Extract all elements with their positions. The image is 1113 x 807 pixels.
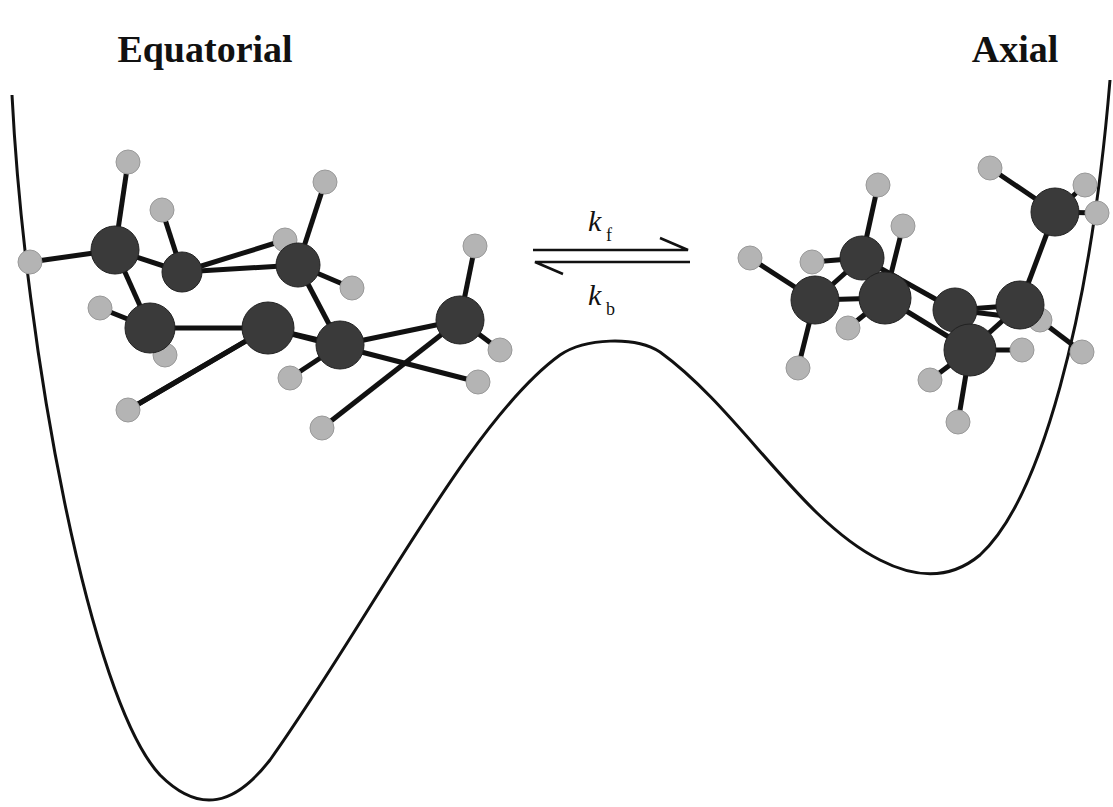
- hydrogen-atom: [150, 198, 174, 222]
- hydrogen-atom: [918, 368, 942, 392]
- rate-subscript: f: [606, 226, 612, 244]
- energy-curve: [12, 80, 1110, 800]
- hydrogen-atom: [738, 246, 762, 270]
- hydrogen-atom: [340, 276, 364, 300]
- hydrogen-atom: [116, 398, 140, 422]
- hydrogen-atom: [310, 416, 334, 440]
- hydrogen-atom: [1085, 201, 1109, 225]
- carbon-atom: [276, 243, 320, 287]
- state-heading: Equatorial: [117, 30, 292, 68]
- hydrogen-atom: [786, 356, 810, 380]
- state-heading: Axial: [972, 30, 1059, 68]
- rate-constant: k: [588, 280, 601, 310]
- hydrogen-atom: [278, 366, 302, 390]
- carbon-atom: [791, 276, 839, 324]
- rate-constant: k: [588, 206, 601, 236]
- carbon-atom: [125, 303, 175, 353]
- hydrogen-atom: [946, 410, 970, 434]
- hydrogen-atom: [18, 250, 42, 274]
- carbon-atom: [162, 252, 202, 292]
- hydrogen-atom: [88, 296, 112, 320]
- carbon-atom: [316, 321, 364, 369]
- carbon-atom: [996, 281, 1044, 329]
- molecule-models: [18, 150, 1109, 440]
- hydrogen-atom: [1073, 173, 1097, 197]
- hydrogen-atom: [1010, 338, 1034, 362]
- hydrogen-atom: [466, 370, 490, 394]
- carbon-atom: [91, 226, 139, 274]
- hydrogen-atom: [313, 170, 337, 194]
- hydrogen-atom: [891, 214, 915, 238]
- rate-subscript: b: [606, 300, 615, 318]
- hydrogen-atom: [836, 316, 860, 340]
- hydrogen-atom: [1070, 340, 1094, 364]
- hydrogen-atom: [463, 234, 487, 258]
- carbon-atom: [944, 324, 996, 376]
- hydrogen-atom: [488, 338, 512, 362]
- carbon-atom: [1031, 188, 1079, 236]
- hydrogen-atom: [116, 150, 140, 174]
- carbon-atom: [436, 296, 484, 344]
- hydrogen-atom: [866, 173, 890, 197]
- carbon-atom: [242, 302, 294, 354]
- hydrogen-atom: [800, 250, 824, 274]
- hydrogen-atom: [978, 156, 1002, 180]
- carbon-atom: [859, 272, 911, 324]
